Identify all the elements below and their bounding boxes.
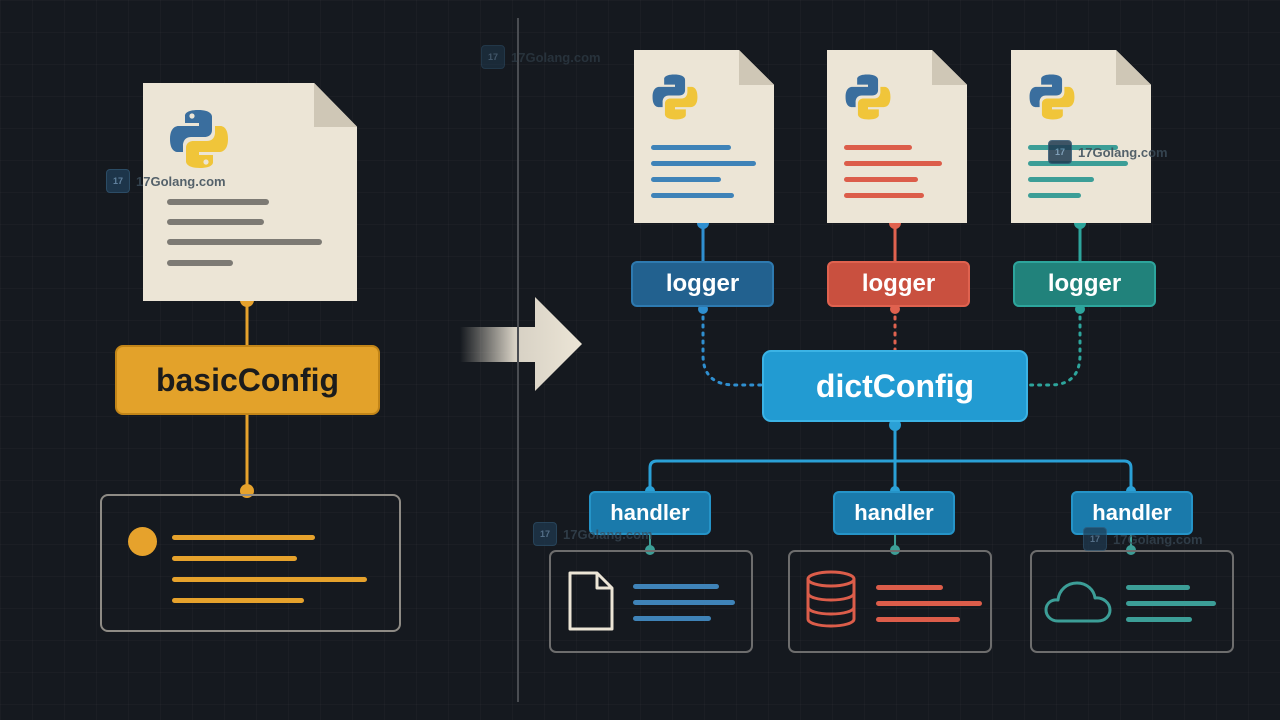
- status-dot-icon: [128, 527, 157, 556]
- logger-node-1: logger: [631, 261, 774, 307]
- connector-handler-bus: [648, 459, 1133, 491]
- handler-node-1: handler: [589, 491, 711, 535]
- basic-output-panel: [100, 494, 401, 632]
- dict-config-node: dictConfig: [762, 350, 1028, 422]
- file-destination: [549, 550, 753, 653]
- section-divider: [517, 18, 519, 702]
- database-icon: [806, 570, 856, 628]
- python-logo-icon: [1029, 74, 1075, 120]
- database-destination: [788, 550, 992, 653]
- cloud-destination: [1030, 550, 1234, 653]
- arrow-right-icon: [460, 297, 582, 391]
- basic-config-node: basicConfig: [115, 345, 380, 415]
- logger-node-2: logger: [827, 261, 970, 307]
- python-logo-icon: [845, 74, 891, 120]
- python-logo-icon: [170, 110, 228, 168]
- connector-logger3-dict: [1026, 307, 1082, 387]
- logger-node-3: logger: [1013, 261, 1156, 307]
- connector-logger1-dict: [701, 307, 764, 387]
- python-logo-icon: [652, 74, 698, 120]
- cloud-icon: [1044, 581, 1112, 623]
- file-icon: [568, 571, 614, 631]
- handler-node-2: handler: [833, 491, 955, 535]
- connector-dot: [889, 419, 901, 431]
